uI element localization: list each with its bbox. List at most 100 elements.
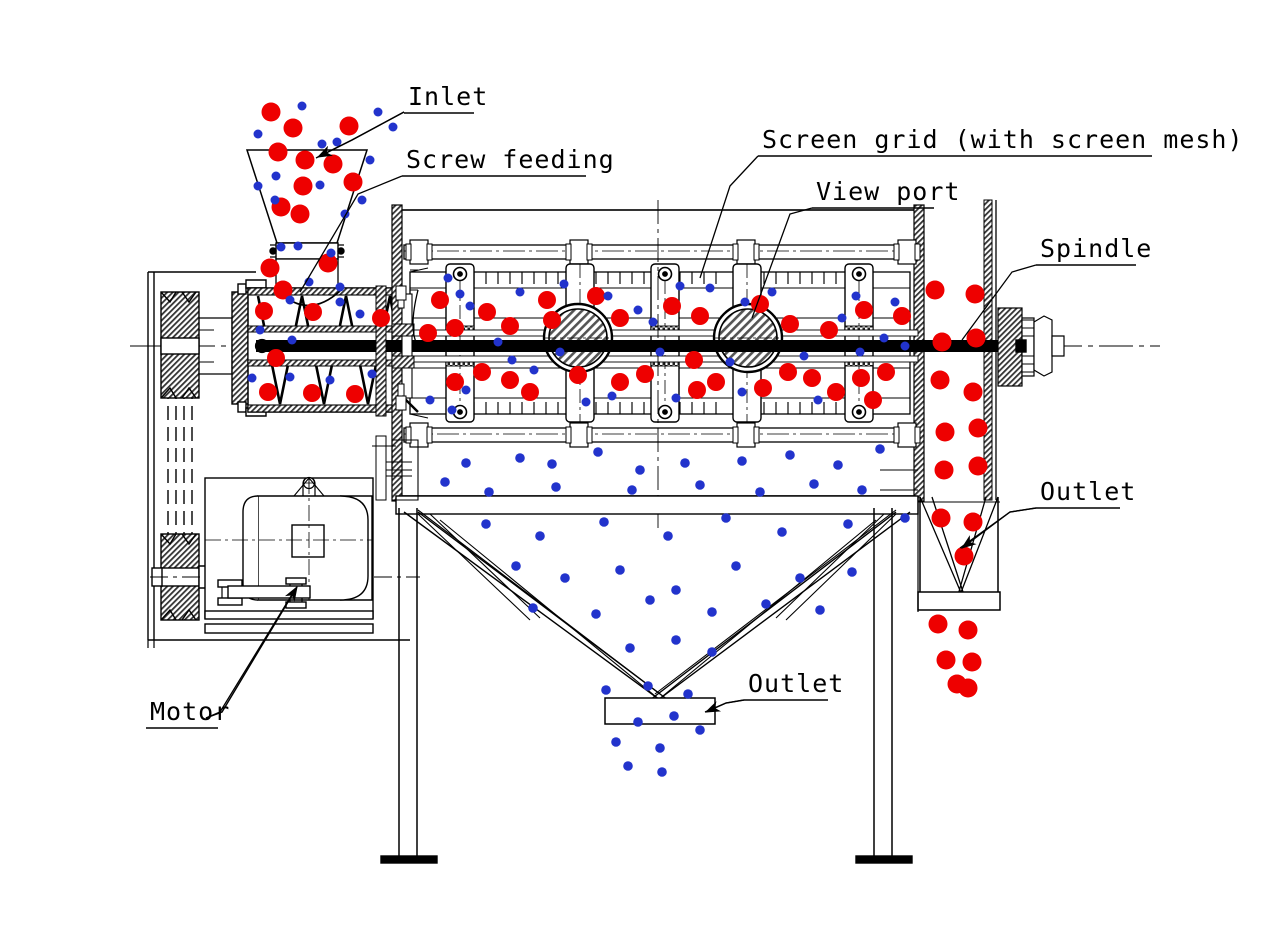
particle-oversize [431,291,449,309]
particle-undersize [809,479,819,489]
leader-line-view_port [751,207,813,319]
particle-undersize [813,395,823,405]
particle-oversize [663,297,681,315]
fines-hopper [395,495,919,701]
tie-rod-top [403,244,915,260]
particle-undersize [669,711,679,721]
particle-undersize [611,737,621,747]
particle-undersize [560,573,570,583]
particle-oversize [968,456,988,476]
right-frame-bracket [880,469,919,612]
particle-undersize [785,450,795,460]
upper-left-gusset [391,439,419,501]
particle-undersize [285,295,295,305]
particle-oversize [877,363,895,381]
particle-undersize [601,685,611,695]
particle-undersize [737,456,747,466]
particle-oversize [283,118,303,138]
view-port-right[interactable] [712,302,784,374]
particle-undersize [833,460,843,470]
particle-undersize [671,585,681,595]
spindle-shaft-overlay [398,340,1016,352]
particle-oversize [261,102,281,122]
particle-oversize [864,391,882,409]
particle-undersize [440,477,450,487]
particle-undersize [465,301,475,311]
particle-undersize [683,689,693,699]
particle-undersize [799,351,809,361]
particle-undersize [365,155,375,165]
particle-undersize [837,313,847,323]
particle-undersize [725,357,735,367]
particle-oversize [966,328,986,348]
label-motor: Motor [150,697,230,726]
particle-undersize [633,717,643,727]
particle-oversize [954,546,974,566]
particle-undersize [767,287,777,297]
particle-oversize [268,142,288,162]
particle-undersize [447,405,457,415]
particle-undersize [755,487,765,497]
drive-pulley [160,291,233,399]
particle-oversize [936,650,956,670]
particle-undersize [695,480,705,490]
particle-undersize [633,305,643,315]
particle-undersize [843,519,853,529]
particle-undersize [271,171,281,181]
particle-undersize [247,373,257,383]
particle-undersize [671,635,681,645]
particle-undersize [287,335,297,345]
particle-undersize [317,139,327,149]
frame-column-left [147,271,410,641]
particle-oversize [707,373,725,391]
particle-oversize [962,652,982,672]
particle-undersize [707,647,717,657]
particle-oversize [303,384,321,402]
particle-oversize [934,460,954,480]
leader-line-spindle [961,264,1037,341]
particle-undersize [627,485,637,495]
label-screw_feeding: Screw feeding [406,145,615,174]
particle-oversize [273,280,293,300]
particle-oversize [779,363,797,381]
particle-undersize [657,767,667,777]
particle-undersize [253,129,263,139]
particle-oversize [691,307,709,325]
particle-undersize [461,458,471,468]
particle-oversize [318,253,338,273]
particle-undersize [367,369,377,379]
particle-undersize [737,387,747,397]
particle-undersize [425,395,435,405]
particle-oversize [893,307,911,325]
particle-undersize [655,743,665,753]
particle-undersize [879,333,889,343]
tie-rod-bottom [403,427,915,443]
particle-oversize [781,315,799,333]
particle-oversize [827,383,845,401]
particle-oversize [339,116,359,136]
particle-undersize [815,605,825,615]
particle-undersize [285,372,295,382]
particle-oversize [930,370,950,390]
particle-oversize [346,385,364,403]
particle-oversize [685,351,703,369]
particle-undersize [675,281,685,291]
particle-undersize [528,603,538,613]
particle-oversize [267,349,285,367]
particle-undersize [607,391,617,401]
particle-undersize [663,531,673,541]
particle-undersize [515,453,525,463]
particle-undersize [293,241,303,251]
particle-undersize [635,465,645,475]
particle-oversize [323,154,343,174]
particle-undersize [355,309,365,319]
particle-oversize [958,678,978,698]
particle-undersize [357,195,367,205]
particle-undersize [455,289,465,299]
feeder-support-column [372,285,396,501]
particle-undersize [625,643,635,653]
particle-undersize [253,181,263,191]
particle-oversize [569,366,587,384]
particle-oversize [754,379,772,397]
